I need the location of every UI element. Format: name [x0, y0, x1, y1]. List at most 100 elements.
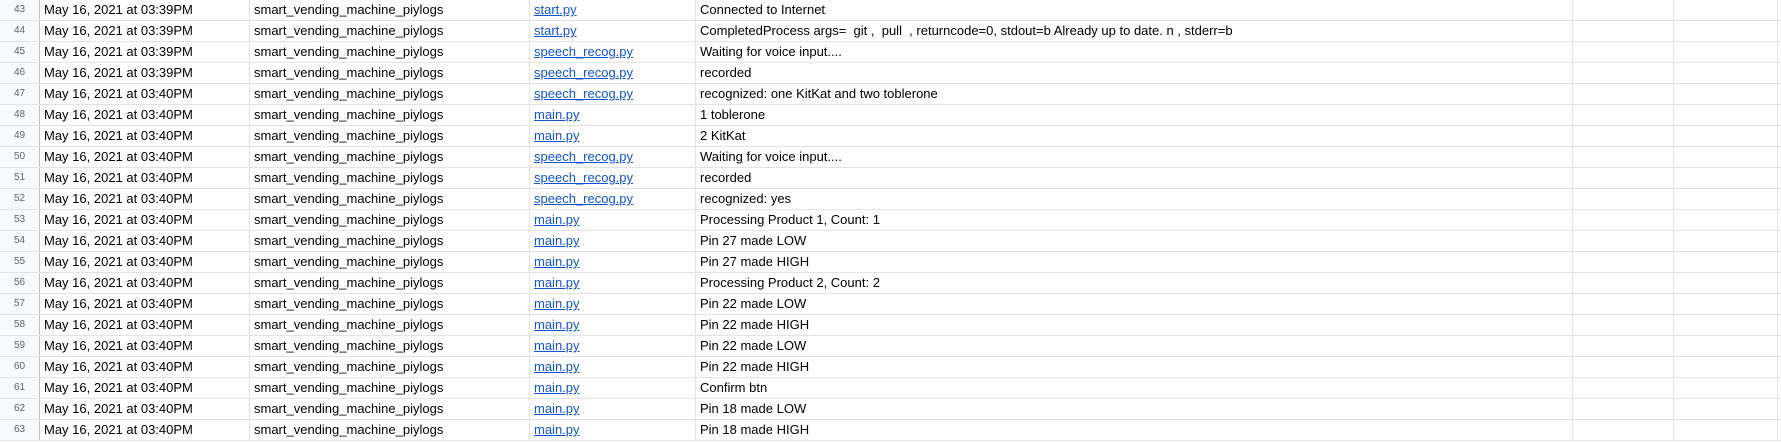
message-cell[interactable]: CompletedProcess args= git , pull , retu…	[696, 21, 1573, 41]
empty-cell[interactable]	[1674, 420, 1778, 440]
empty-cell[interactable]	[1674, 168, 1778, 188]
file-cell[interactable]: speech_recog.py	[530, 147, 696, 167]
timestamp-cell[interactable]: May 16, 2021 at 03:40PM	[40, 294, 250, 314]
file-link[interactable]: main.py	[534, 275, 580, 290]
table-row[interactable]: 57 May 16, 2021 at 03:40PM smart_vending…	[0, 294, 1781, 315]
source-cell[interactable]: smart_vending_machine_piylogs	[250, 210, 530, 230]
empty-cell[interactable]	[1674, 378, 1778, 398]
table-row[interactable]: 59 May 16, 2021 at 03:40PM smart_vending…	[0, 336, 1781, 357]
timestamp-cell[interactable]: May 16, 2021 at 03:40PM	[40, 399, 250, 419]
file-cell[interactable]: main.py	[530, 210, 696, 230]
message-cell[interactable]: Pin 22 made LOW	[696, 336, 1573, 356]
message-cell[interactable]: Pin 18 made LOW	[696, 399, 1573, 419]
source-cell[interactable]: smart_vending_machine_piylogs	[250, 126, 530, 146]
table-row[interactable]: 61 May 16, 2021 at 03:40PM smart_vending…	[0, 378, 1781, 399]
message-cell[interactable]: Pin 27 made LOW	[696, 231, 1573, 251]
empty-cell[interactable]	[1573, 63, 1674, 83]
table-row[interactable]: 51 May 16, 2021 at 03:40PM smart_vending…	[0, 168, 1781, 189]
empty-cell[interactable]	[1573, 84, 1674, 104]
file-link[interactable]: speech_recog.py	[534, 44, 634, 59]
message-cell[interactable]: Pin 22 made LOW	[696, 294, 1573, 314]
empty-cell[interactable]	[1674, 357, 1778, 377]
empty-cell[interactable]	[1573, 315, 1674, 335]
table-row[interactable]: 49 May 16, 2021 at 03:40PM smart_vending…	[0, 126, 1781, 147]
row-header[interactable]: 48	[0, 105, 40, 125]
row-header[interactable]: 53	[0, 210, 40, 230]
table-row[interactable]: 52 May 16, 2021 at 03:40PM smart_vending…	[0, 189, 1781, 210]
timestamp-cell[interactable]: May 16, 2021 at 03:40PM	[40, 420, 250, 440]
row-header[interactable]: 44	[0, 21, 40, 41]
empty-cell[interactable]	[1573, 252, 1674, 272]
empty-cell[interactable]	[1573, 126, 1674, 146]
empty-cell[interactable]	[1674, 84, 1778, 104]
table-row[interactable]: 46 May 16, 2021 at 03:39PM smart_vending…	[0, 63, 1781, 84]
file-cell[interactable]: start.py	[530, 21, 696, 41]
empty-cell[interactable]	[1674, 63, 1778, 83]
source-cell[interactable]: smart_vending_machine_piylogs	[250, 294, 530, 314]
source-cell[interactable]: smart_vending_machine_piylogs	[250, 378, 530, 398]
timestamp-cell[interactable]: May 16, 2021 at 03:40PM	[40, 336, 250, 356]
file-cell[interactable]: main.py	[530, 105, 696, 125]
row-header[interactable]: 55	[0, 252, 40, 272]
message-cell[interactable]: Pin 22 made HIGH	[696, 315, 1573, 335]
message-cell[interactable]: recorded	[696, 168, 1573, 188]
file-cell[interactable]: main.py	[530, 315, 696, 335]
empty-cell[interactable]	[1573, 105, 1674, 125]
source-cell[interactable]: smart_vending_machine_piylogs	[250, 252, 530, 272]
timestamp-cell[interactable]: May 16, 2021 at 03:40PM	[40, 315, 250, 335]
file-cell[interactable]: start.py	[530, 0, 696, 20]
file-cell[interactable]: speech_recog.py	[530, 42, 696, 62]
timestamp-cell[interactable]: May 16, 2021 at 03:40PM	[40, 273, 250, 293]
timestamp-cell[interactable]: May 16, 2021 at 03:40PM	[40, 252, 250, 272]
file-cell[interactable]: speech_recog.py	[530, 63, 696, 83]
file-link[interactable]: main.py	[534, 401, 580, 416]
table-row[interactable]: 48 May 16, 2021 at 03:40PM smart_vending…	[0, 105, 1781, 126]
table-row[interactable]: 45 May 16, 2021 at 03:39PM smart_vending…	[0, 42, 1781, 63]
empty-cell[interactable]	[1573, 231, 1674, 251]
empty-cell[interactable]	[1674, 21, 1778, 41]
empty-cell[interactable]	[1573, 294, 1674, 314]
file-cell[interactable]: main.py	[530, 336, 696, 356]
empty-cell[interactable]	[1674, 0, 1778, 20]
message-cell[interactable]: recognized: one KitKat and two toblerone	[696, 84, 1573, 104]
empty-cell[interactable]	[1674, 273, 1778, 293]
row-header[interactable]: 46	[0, 63, 40, 83]
table-row[interactable]: 63 May 16, 2021 at 03:40PM smart_vending…	[0, 420, 1781, 441]
message-cell[interactable]: 1 toblerone	[696, 105, 1573, 125]
timestamp-cell[interactable]: May 16, 2021 at 03:40PM	[40, 357, 250, 377]
timestamp-cell[interactable]: May 16, 2021 at 03:40PM	[40, 147, 250, 167]
row-header[interactable]: 61	[0, 378, 40, 398]
source-cell[interactable]: smart_vending_machine_piylogs	[250, 63, 530, 83]
table-row[interactable]: 53 May 16, 2021 at 03:40PM smart_vending…	[0, 210, 1781, 231]
file-link[interactable]: main.py	[534, 212, 580, 227]
file-link[interactable]: main.py	[534, 296, 580, 311]
empty-cell[interactable]	[1573, 21, 1674, 41]
source-cell[interactable]: smart_vending_machine_piylogs	[250, 231, 530, 251]
source-cell[interactable]: smart_vending_machine_piylogs	[250, 336, 530, 356]
message-cell[interactable]: Pin 18 made HIGH	[696, 420, 1573, 440]
row-header[interactable]: 45	[0, 42, 40, 62]
message-cell[interactable]: Confirm btn	[696, 378, 1573, 398]
source-cell[interactable]: smart_vending_machine_piylogs	[250, 0, 530, 20]
file-link[interactable]: main.py	[534, 380, 580, 395]
source-cell[interactable]: smart_vending_machine_piylogs	[250, 42, 530, 62]
file-link[interactable]: main.py	[534, 233, 580, 248]
timestamp-cell[interactable]: May 16, 2021 at 03:39PM	[40, 0, 250, 20]
table-row[interactable]: 55 May 16, 2021 at 03:40PM smart_vending…	[0, 252, 1781, 273]
timestamp-cell[interactable]: May 16, 2021 at 03:39PM	[40, 63, 250, 83]
empty-cell[interactable]	[1573, 420, 1674, 440]
row-header[interactable]: 49	[0, 126, 40, 146]
file-link[interactable]: start.py	[534, 2, 577, 17]
empty-cell[interactable]	[1573, 210, 1674, 230]
file-cell[interactable]: main.py	[530, 273, 696, 293]
empty-cell[interactable]	[1573, 42, 1674, 62]
file-cell[interactable]: main.py	[530, 399, 696, 419]
empty-cell[interactable]	[1573, 273, 1674, 293]
timestamp-cell[interactable]: May 16, 2021 at 03:40PM	[40, 84, 250, 104]
source-cell[interactable]: smart_vending_machine_piylogs	[250, 21, 530, 41]
row-header[interactable]: 47	[0, 84, 40, 104]
table-row[interactable]: 50 May 16, 2021 at 03:40PM smart_vending…	[0, 147, 1781, 168]
empty-cell[interactable]	[1573, 168, 1674, 188]
file-cell[interactable]: main.py	[530, 294, 696, 314]
file-cell[interactable]: main.py	[530, 252, 696, 272]
